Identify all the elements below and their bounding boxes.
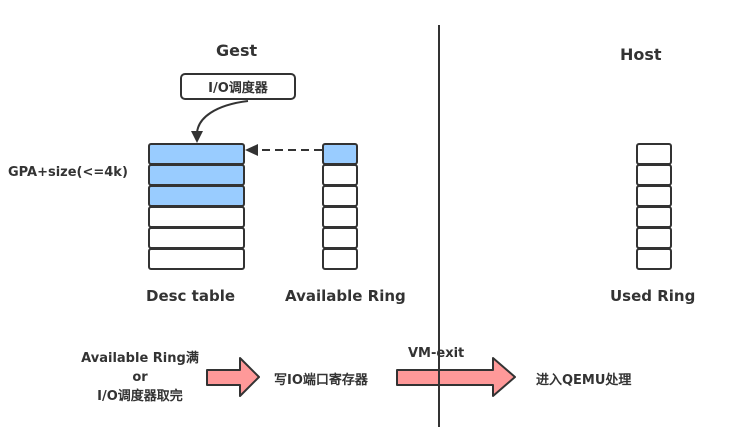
available-ring-slot [322, 227, 358, 249]
host-title: Host [620, 45, 662, 64]
scheduler-to-desc-arrow [196, 100, 249, 134]
desc-table-slot [148, 143, 245, 165]
flow-arrow-1 [206, 357, 260, 397]
desc-table-slot [148, 164, 245, 186]
scheduler-arrowhead [191, 131, 203, 143]
available-ring-slot [322, 143, 358, 165]
desc-table-slot [148, 206, 245, 228]
used-ring-slot [636, 206, 672, 228]
trigger-line-2: or [132, 370, 148, 385]
enter-qemu-step: 进入QEMU处理 [536, 373, 632, 388]
flow-arrow-2 [396, 357, 516, 397]
write-io-port-step: 写IO端口寄存器 [274, 373, 368, 388]
available-ring-slot [322, 248, 358, 270]
available-ring-label: Available Ring [285, 287, 406, 305]
used-ring-slot [636, 143, 672, 165]
used-ring-label: Used Ring [610, 287, 696, 305]
available-ring-slot [322, 206, 358, 228]
gpa-size-label: GPA+size(<=4k) [8, 165, 128, 180]
avail-to-desc-arrowhead [245, 144, 258, 156]
io-scheduler-box: I/O调度器 [180, 73, 296, 100]
vm-exit-label: VM-exit [408, 346, 465, 361]
used-ring-slot [636, 248, 672, 270]
desc-table-slot [148, 185, 245, 207]
used-ring-slot [636, 164, 672, 186]
desc-table-label: Desc table [146, 287, 236, 305]
desc-table-slot [148, 227, 245, 249]
available-ring-slot [322, 164, 358, 186]
used-ring-slot [636, 227, 672, 249]
desc-table-slot [148, 248, 245, 270]
available-ring-slot [322, 185, 358, 207]
io-scheduler-label: I/O调度器 [208, 81, 268, 96]
guest-title: Gest [216, 41, 258, 60]
trigger-line-1: Available Ring满 [81, 351, 199, 366]
trigger-line-3: I/O调度器取完 [97, 389, 183, 404]
used-ring-slot [636, 185, 672, 207]
trigger-condition: Available Ring满 or I/O调度器取完 [70, 349, 210, 406]
